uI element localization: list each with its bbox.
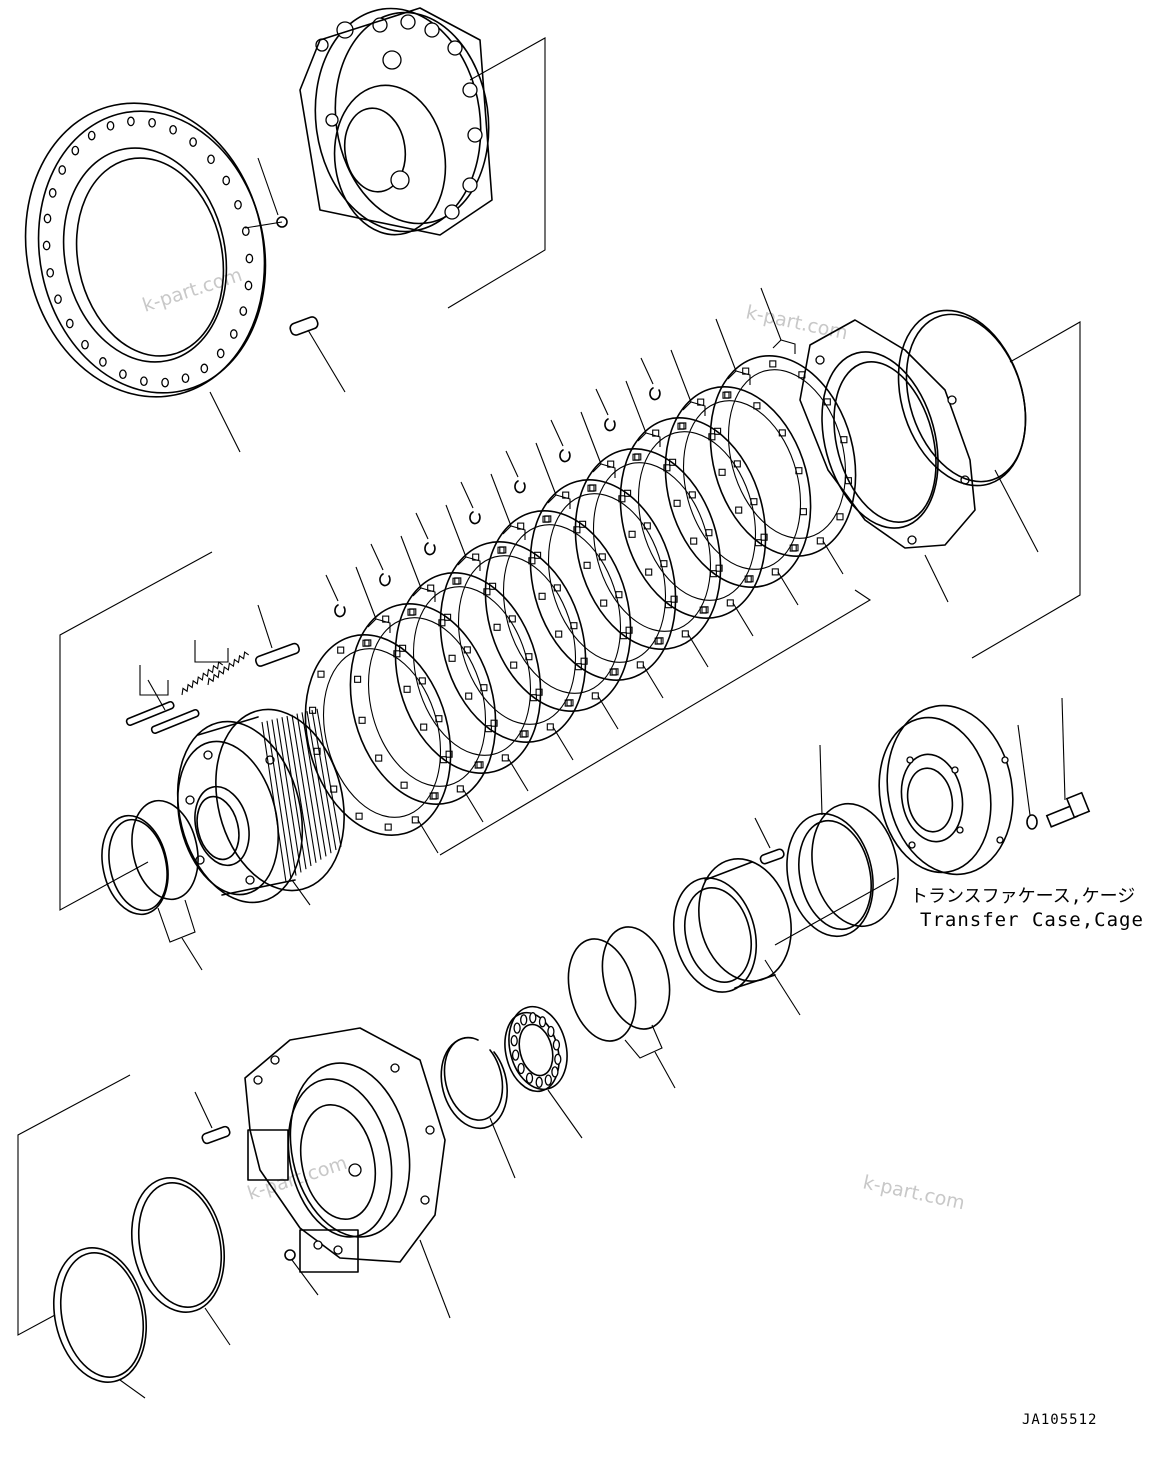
- clutch-drum: [176, 708, 345, 904]
- seal-ring: [130, 1177, 226, 1313]
- leader-bracket: [624, 1024, 663, 1059]
- leader-bracket: [157, 899, 196, 943]
- bearing-race: [786, 802, 899, 938]
- snap-ring-outer: [440, 1036, 508, 1130]
- snap-ring-large-inner: [905, 313, 1027, 483]
- leader-line: [924, 554, 949, 603]
- snap-ring-large: [897, 309, 1027, 487]
- leader-line: [994, 469, 1039, 553]
- leader-line: [307, 329, 346, 393]
- leader-line: [147, 679, 166, 711]
- watermark: k-part.com: [744, 301, 850, 344]
- leader-line: [819, 744, 823, 816]
- plug-part: [284, 1249, 296, 1261]
- leader-line: [257, 157, 279, 216]
- watermark: k-part.com: [140, 264, 245, 317]
- leader-line: [1061, 697, 1066, 801]
- leader-bracket: [59, 551, 213, 911]
- leader-line: [754, 817, 771, 849]
- flange-ring: [24, 102, 267, 398]
- leader-line: [654, 1051, 676, 1089]
- snap-ring: [443, 1036, 504, 1121]
- leader-line: [489, 1117, 516, 1179]
- leader-bracket: [447, 37, 546, 309]
- dowel-pin-part: [201, 1125, 231, 1145]
- leader-line: [204, 1307, 231, 1346]
- leader-line: [244, 221, 283, 229]
- leader-line: [291, 1259, 319, 1296]
- leader-line: [764, 959, 801, 1016]
- drawing-code: JA105512: [1022, 1412, 1097, 1428]
- leader-bracket: [17, 1074, 131, 1336]
- leader-line: [419, 1239, 451, 1319]
- leader-line: [119, 1379, 146, 1399]
- leader-line: [1017, 724, 1031, 816]
- watermark: k-part.com: [861, 1171, 967, 1214]
- leader-bracket: [139, 665, 169, 696]
- transfer-cage: [878, 704, 1014, 876]
- leader-line: [547, 1089, 583, 1139]
- seal-ring: [601, 926, 671, 1030]
- spring-part: [181, 651, 250, 696]
- pin-part: [125, 700, 200, 734]
- leader-line: [291, 879, 311, 906]
- washer-part: [1026, 814, 1038, 830]
- component-label-en: Transfer Case,Cage: [920, 909, 1144, 931]
- dowel-pin-part: [254, 642, 300, 667]
- transfer-housing-top: [299, 7, 493, 236]
- leader-bracket: [971, 321, 1081, 659]
- leader-bracket: [439, 589, 872, 856]
- seal-ring: [101, 814, 169, 916]
- seal-ring: [131, 799, 199, 901]
- leader-line: [181, 937, 203, 971]
- leader-line: [257, 604, 273, 649]
- leader-bracket: [194, 640, 229, 663]
- leader-line: [194, 1091, 213, 1129]
- dowel-pin-part: [289, 316, 319, 336]
- piston: [672, 858, 792, 993]
- carrier-housing: [244, 1027, 446, 1273]
- component-label-jp: トランスファケース,ケージ: [910, 886, 1135, 907]
- seal-ring-inner: [137, 1182, 223, 1308]
- retainer-plate: [799, 319, 976, 549]
- seal-ring: [567, 938, 637, 1042]
- clutch-disc-stack: [304, 287, 857, 854]
- leader-line: [209, 391, 241, 453]
- leader-line: [774, 877, 896, 946]
- seal-ring-inner: [108, 818, 168, 912]
- needle-bearing: [504, 1005, 568, 1093]
- seal-ring-inner: [59, 1252, 145, 1378]
- dowel-pin-part: [759, 848, 785, 865]
- bolt-part: [1045, 791, 1091, 828]
- seal-ring: [52, 1247, 148, 1383]
